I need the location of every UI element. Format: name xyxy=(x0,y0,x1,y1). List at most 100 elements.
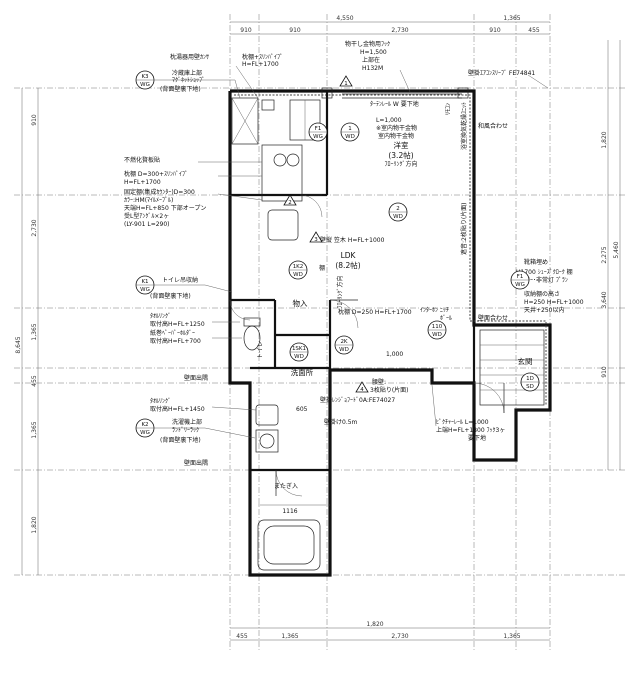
note-k3-2: ﾏｸﾞﾈｯﾄｼｮｯﾌﾟ xyxy=(172,77,205,84)
note-shoe-box-3: ﾐﾗｰ･非常灯 ﾌﾟﾗﾝ xyxy=(524,276,568,284)
note-step: 1,000 xyxy=(386,351,403,358)
note-k2-2: ﾗﾝﾄﾞﾘｰﾗｯｸ xyxy=(172,427,199,434)
room-step-over: またぎ入 xyxy=(274,482,298,490)
warning-triangle-3: 3 xyxy=(309,231,323,243)
room-western-sub: ﾌﾛｰﾘﾝｸﾞ方向 xyxy=(384,160,417,168)
svg-text:WD: WD xyxy=(293,272,303,278)
tag-1: 1 WD xyxy=(340,122,360,142)
warning-triangle-2: 2 xyxy=(283,194,297,206)
bathtub xyxy=(257,504,330,571)
right-dimensions: 1,820 2,275 5,460 3,640 910 xyxy=(601,40,621,470)
note-interphone-2: ﾎﾞｰﾙ xyxy=(440,315,452,322)
room-storage: 物入 xyxy=(293,298,308,308)
note-k1-2: (背面壁裏下地) xyxy=(150,292,191,300)
note-wall-tile-3: 壁掛ﾚﾝｼﾞｮﾌｰﾄﾞ0A:FE74027 xyxy=(320,396,395,404)
dim-left-seg-4: 455 xyxy=(31,375,38,387)
note-picture-rail-3: 要下地 xyxy=(468,434,486,442)
dim-top-seg-4: 910 xyxy=(489,27,501,34)
dim-top-overall: 4,550 xyxy=(336,15,353,22)
note-top-6: 上部在 xyxy=(362,56,380,64)
svg-text:F1: F1 xyxy=(315,126,322,132)
svg-text:2: 2 xyxy=(288,200,292,206)
note-top-7: H132M xyxy=(362,65,383,72)
note-wall-right-2: 壁面合わせ xyxy=(478,314,508,322)
dim-left-seg-6: 1,820 xyxy=(31,516,38,533)
window-frames xyxy=(321,87,469,99)
tag-2k: 2K WD xyxy=(334,335,354,355)
note-fixed-2: ｶﾗｰ:HM(ﾏｲﾙﾒｰﾌﾟﾙ) xyxy=(124,197,173,204)
dim-left-overall: 8,645 xyxy=(15,336,22,353)
dim-right-seg-3: 5,460 xyxy=(613,241,620,258)
note-top-2: 枕棚+ｽﾘﾝﾊﾟｲﾌﾟ xyxy=(242,53,283,61)
note-towel-1: ﾀｵﾙﾘﾝｸﾞ xyxy=(150,313,171,320)
note-ceiling-l: L=1,000 xyxy=(376,117,402,124)
note-fixed-5: (LY-901 L=290) xyxy=(124,221,170,228)
svg-text:WD: WD xyxy=(432,332,442,338)
note-wall-corner: 壁面出隅 xyxy=(184,374,208,382)
note-wall-shoe: 壁縦 笠木 H=FL+1000 xyxy=(320,236,385,244)
dim-bottom-seg-4: 2,730 xyxy=(391,633,408,640)
svg-text:WD: WD xyxy=(339,347,349,353)
svg-text:3: 3 xyxy=(314,237,318,243)
room-ldk-shelf: 棚 xyxy=(319,264,325,272)
room-western-size: (3.2帖) xyxy=(388,150,413,160)
entrance-stairs xyxy=(479,329,545,406)
tag-1sk1: 1SK1 WD xyxy=(289,342,309,362)
svg-text:WG: WG xyxy=(140,430,150,436)
tag-k3: K3 WG xyxy=(135,70,155,90)
room-labels: 洋室 (3.2帖) ﾌﾛｰﾘﾝｸﾞ方向 LDK (8.2帖) ﾌﾛｰﾘﾝｸﾞ方向… xyxy=(257,140,533,515)
svg-text:4: 4 xyxy=(360,387,364,393)
tag-2: 2 WD xyxy=(388,202,408,222)
svg-text:WD: WD xyxy=(345,134,355,140)
note-top-4: 物干し金物用ﾌｯｸ xyxy=(345,40,390,48)
note-interphone: ｲﾝﾀｰﾎﾝ ﾆｯﾁ xyxy=(420,307,449,314)
svg-text:K1: K1 xyxy=(141,279,148,285)
svg-text:K3: K3 xyxy=(141,74,149,80)
dim-left-seg-3: 1,365 xyxy=(31,323,38,340)
left-annotations: 冷蔵庫上部 ﾏｸﾞﾈｯﾄｼｮｯﾌﾟ (背面壁裏下地) 不燃化贅板貼 枕棚 D=3… xyxy=(124,69,208,444)
doors xyxy=(229,194,505,497)
svg-text:2: 2 xyxy=(396,206,400,212)
toilet-fixtures xyxy=(243,317,261,351)
note-k2-1: 洗濯機上部 xyxy=(172,418,202,426)
dim-top-seg-5: 455 xyxy=(528,27,540,34)
svg-text:WG: WG xyxy=(515,282,525,288)
kitchen-fixtures xyxy=(231,97,321,241)
note-wall-bottom: 壁面出隅 xyxy=(184,459,208,467)
note-shoe-box-4: 収納棚の高さ xyxy=(524,290,560,298)
note-shelf-2: H=FL+1700 xyxy=(124,179,161,186)
room-bath: 1116 xyxy=(282,508,297,515)
note-fixed-3: 天端H=FL+850 下部オープン xyxy=(124,204,206,212)
warning-triangle-1: 1 xyxy=(339,75,353,87)
note-top-3: H=FL+1700 xyxy=(242,61,279,68)
dim-bottom-seg-5: 1,365 xyxy=(503,633,520,640)
svg-text:SD: SD xyxy=(526,384,534,390)
note-room-hook-1: ※室内物干金物 xyxy=(376,124,417,132)
tag-f1-right: F1 WG xyxy=(510,270,530,290)
tag-k2: K2 WG xyxy=(135,418,155,438)
bottom-dimensions: 455 1,365 1,820 2,730 1,365 xyxy=(230,621,550,641)
center-annotations: 壁縦 笠木 H=FL+1000 枕棚 D=250 H=FL+1700 1,000… xyxy=(184,236,584,467)
note-paper-1: 紙巻ﾍﾟｰﾊﾟｰﾎﾙﾀﾞｰ xyxy=(150,329,195,337)
room-western-name: 洋室 xyxy=(394,140,409,150)
left-dimensions: 8,645 910 2,730 1,365 455 1,365 1,820 xyxy=(15,88,39,575)
note-wall-tile-2: 3枚貼り(片面) xyxy=(370,386,409,394)
svg-text:K2: K2 xyxy=(141,422,148,428)
note-ceiling-rail: ﾀｰﾃﾝﾚｰﾙ W 要下地 xyxy=(370,100,419,108)
top-dimensions: 4,550 1,365 910 910 2,730 910 455 xyxy=(230,15,550,35)
svg-text:WG: WG xyxy=(140,82,150,88)
note-top-1: 枕湯器用壁ｶﾝｻ xyxy=(170,53,209,61)
note-top-8: 壁掛ｴｱｺﾝｽﾘｰﾌﾞ FE74841 xyxy=(468,69,535,77)
dim-left-seg-2: 2,730 xyxy=(31,219,38,236)
note-wall-tile-1: 腰壁: xyxy=(372,378,386,386)
dim-bottom-seg-2: 1,365 xyxy=(281,633,298,640)
note-k3-1: 冷蔵庫上部 xyxy=(172,69,202,77)
tag-110: 110 WD xyxy=(427,320,447,340)
svg-text:F1: F1 xyxy=(517,274,524,280)
dim-top-seg-1: 910 xyxy=(240,27,252,34)
dim-left-seg-1: 910 xyxy=(31,114,38,126)
svg-text:1: 1 xyxy=(344,81,348,87)
note-towel-2: 取付高H=FL+1250 xyxy=(150,320,205,328)
svg-text:WG: WG xyxy=(140,287,150,293)
